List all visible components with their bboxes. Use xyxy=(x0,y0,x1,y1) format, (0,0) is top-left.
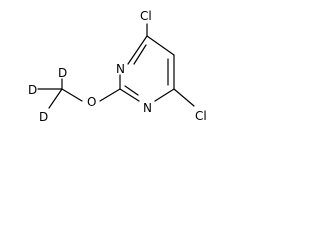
bond-n3-c4-inner xyxy=(133,44,147,65)
bond-c-d-lower xyxy=(48,88,63,109)
bond-o-c xyxy=(61,88,83,102)
bond-n1-c2-inner xyxy=(124,85,139,96)
atom-label-d-lower: D xyxy=(39,110,48,124)
molecule-canvas: Cl N N Cl O D D D xyxy=(0,0,226,150)
bond-n1-c2 xyxy=(119,88,140,102)
atom-label-d-left: D xyxy=(28,83,37,97)
atom-label-cl-top: Cl xyxy=(140,9,152,23)
bond-c4-c5 xyxy=(146,35,175,56)
bond-c6-cl xyxy=(173,88,195,107)
bond-n3-c4 xyxy=(127,35,148,65)
atom-label-d-upper: D xyxy=(58,66,67,80)
atom-label-cl-bottom: Cl xyxy=(195,109,207,123)
bond-c2-o xyxy=(99,88,121,102)
atom-label-oxygen: O xyxy=(87,95,96,109)
atom-label-n-lower: N xyxy=(143,101,152,115)
molecule-structure: Cl N N Cl O D D D xyxy=(28,9,207,124)
bond-c6-n1 xyxy=(154,88,175,102)
atom-label-n-upper: N xyxy=(116,62,125,76)
